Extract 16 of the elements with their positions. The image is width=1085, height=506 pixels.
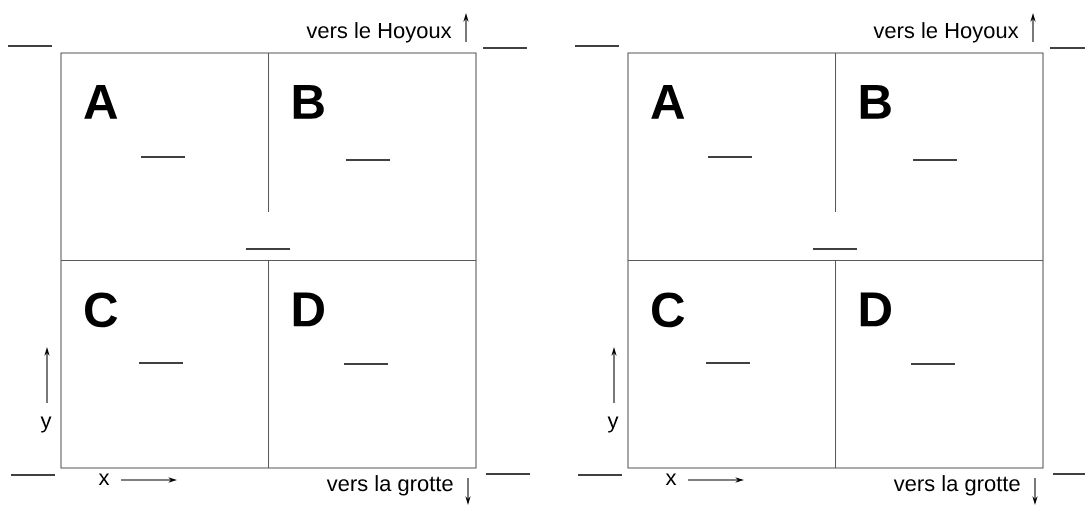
axis-label: y xyxy=(40,416,52,433)
quadrant: C xyxy=(652,292,685,328)
direction-label: vers la grotte xyxy=(326,475,453,496)
axis-label: x xyxy=(98,473,110,485)
quadrant: D xyxy=(860,292,891,327)
quadrant: B xyxy=(860,85,891,119)
quadrant: A xyxy=(84,85,118,119)
direction-label: vers le Hoyoux xyxy=(873,22,1019,43)
direction-label: vers le Hoyoux xyxy=(306,22,452,43)
quadrant: B xyxy=(293,85,324,119)
axis-label: x xyxy=(665,473,677,485)
direction-label: vers la grotte xyxy=(893,475,1020,496)
quadrant: D xyxy=(293,292,324,327)
quadrant: A xyxy=(651,85,685,119)
quadrant: C xyxy=(85,292,118,328)
axis-label: y xyxy=(607,416,619,433)
